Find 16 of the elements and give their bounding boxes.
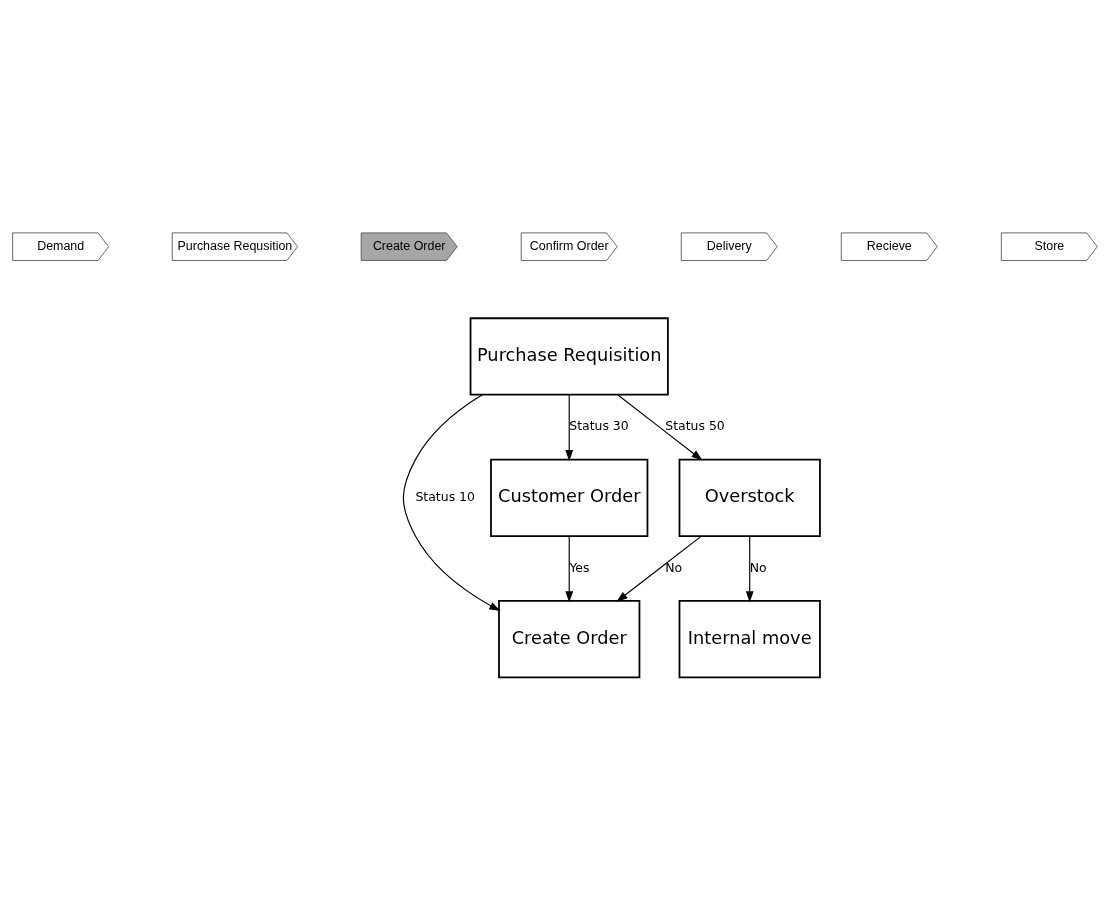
arrow	[745, 535, 754, 603]
node-box: Purchase Requisition	[469, 317, 669, 396]
node-box: Customer Order	[490, 458, 649, 537]
edge-label: No	[665, 559, 683, 575]
arrow	[565, 535, 574, 603]
edge-label: Status 10	[415, 489, 475, 505]
arrow	[617, 394, 703, 461]
arrow	[402, 394, 501, 612]
node-box: Internal move	[678, 600, 821, 679]
node-box: Overstock	[678, 458, 821, 537]
node-box: Create Order	[498, 600, 641, 679]
edge-label: Status 50	[665, 418, 725, 434]
edge-label: No	[749, 559, 767, 575]
arrow	[616, 535, 702, 602]
edge-label: Status 30	[569, 418, 629, 434]
arrow	[565, 394, 574, 462]
